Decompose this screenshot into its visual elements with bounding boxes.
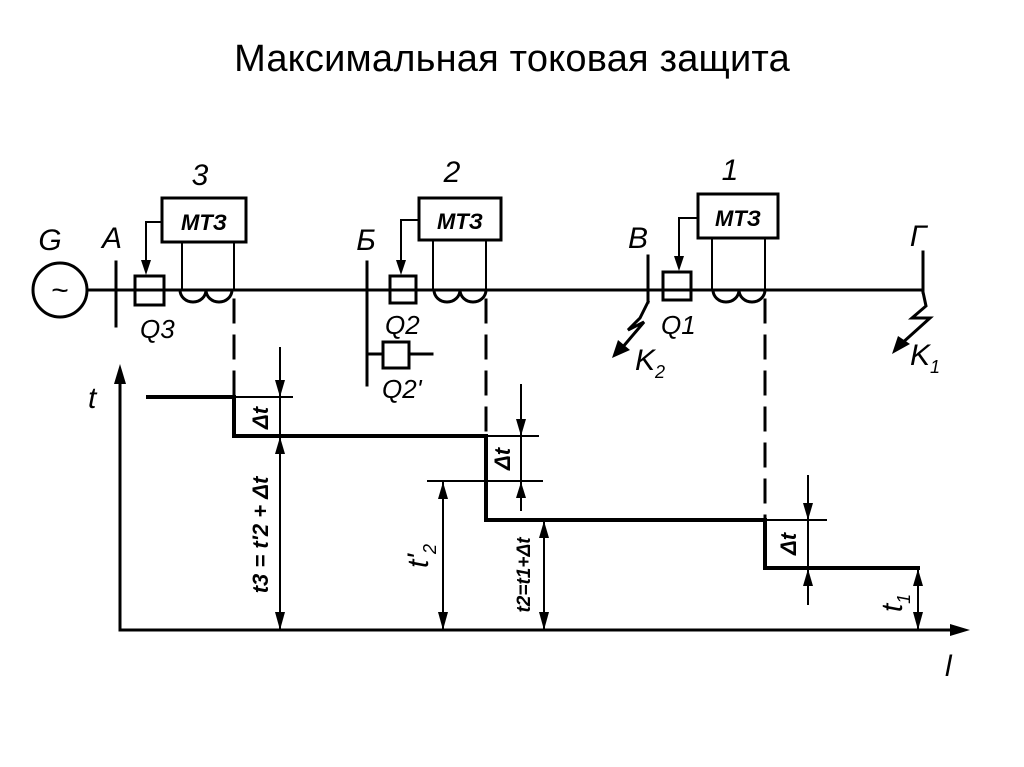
bus-v: В <box>628 222 650 304</box>
time-grading-curve <box>146 395 920 570</box>
relay-label-3: МТЗ <box>181 210 227 235</box>
breaker-q3 <box>133 274 166 307</box>
bus-g-label: Г <box>910 220 929 253</box>
breaker-q2-prime-label: Q2' <box>382 374 423 404</box>
trip-wire-1 <box>678 217 699 267</box>
generator-symbol: ~ <box>51 274 69 307</box>
fault-k1-arrow <box>892 336 910 354</box>
breaker-q2-prime-group: Q2' <box>365 340 434 404</box>
generator: ~ G <box>31 224 89 319</box>
breaker-q1-label: Q1 <box>661 310 696 340</box>
x-axis-arrow <box>950 624 970 636</box>
delta-t-2-arrow-top <box>516 419 526 436</box>
x-axis-label: l <box>945 650 953 683</box>
slide-title: Максимальная токовая защита <box>234 38 790 80</box>
breaker-q2-label: Q2 <box>385 310 420 340</box>
bus-a-label: А <box>100 222 122 255</box>
graph-axes: t l <box>88 364 970 683</box>
protection-number-3: 3 <box>192 159 209 192</box>
t2-prime-arrow-bottom <box>438 612 448 630</box>
ct-coil-2 <box>432 288 488 304</box>
delta-t-1-arrow-top <box>803 503 813 520</box>
t3-formula: t3 = t'2 + Δt <box>248 475 273 593</box>
t1-arrow-top <box>913 569 923 586</box>
bus-b: Б <box>356 224 376 387</box>
delta-t-2: Δt t'2 t2=t1+Δt <box>402 384 549 631</box>
delta-t-3-label: Δt <box>248 405 273 430</box>
t2-arrow-bottom <box>539 612 549 630</box>
fault-k1-bolt <box>897 290 934 348</box>
delta-t-1-label: Δt <box>776 531 801 556</box>
delta-t-2-label: Δt <box>490 446 515 471</box>
delta-t-1-arrow-bottom <box>803 569 813 586</box>
breaker-q2 <box>388 274 418 305</box>
trip-wire-2 <box>400 219 420 271</box>
y-axis-label: t <box>88 382 98 415</box>
bus-v-label: В <box>628 222 648 255</box>
relay-box-3 <box>160 196 248 244</box>
fault-k2-arrow <box>612 340 630 358</box>
breaker-q1 <box>661 270 693 302</box>
trip-arrow-1 <box>674 256 684 271</box>
generator-label: G <box>38 224 61 257</box>
protection-1: Q1 МТЗ 1 <box>661 154 780 340</box>
y-axis-arrow <box>114 364 126 384</box>
relay-label-2: МТЗ <box>437 209 483 234</box>
bus-b-label: Б <box>356 224 376 257</box>
ct-coil-1 <box>711 288 767 304</box>
bus-g: Г <box>910 220 929 294</box>
breaker-q2-prime <box>381 340 411 370</box>
bus-a: А <box>100 222 122 328</box>
protection-number-2: 2 <box>443 156 461 189</box>
t2-prime-arrow-top <box>438 482 448 499</box>
relay-box-1 <box>696 192 780 240</box>
relay-label-1: МТЗ <box>715 206 761 231</box>
t2-formula: t2=t1+Δt <box>514 537 535 613</box>
fault-k1: K1 <box>892 290 940 377</box>
protection-2: Q2 МТЗ 2 <box>385 156 503 340</box>
trip-arrow-2 <box>396 260 406 275</box>
delta-t-2-arrow-bottom <box>516 482 526 498</box>
t2-arrow-top <box>539 521 549 538</box>
t1-arrow-bottom <box>913 612 923 630</box>
t2-prime-label: t'2 <box>402 544 440 568</box>
protection-number-1: 1 <box>722 154 739 187</box>
protection-3: Q3 МТЗ 3 <box>133 159 248 344</box>
t1-label: t1 <box>876 594 914 612</box>
t3-arrow-top <box>275 437 285 454</box>
fault-k1-label: K1 <box>910 339 940 377</box>
delta-t-1: Δt t1 <box>764 475 923 630</box>
delta-t-3: Δt t3 = t'2 + Δt <box>233 347 293 631</box>
trip-wire-3 <box>145 221 163 271</box>
delta-t-3-arrow-top <box>275 380 285 397</box>
fault-k2-label: K2 <box>635 344 665 382</box>
ct-coil-3 <box>178 288 234 304</box>
t3-arrow-bottom <box>275 612 285 630</box>
trip-arrow-3 <box>141 260 151 275</box>
fault-k2-bolt <box>619 299 651 351</box>
fault-k2: K2 <box>612 299 665 382</box>
breaker-q3-label: Q3 <box>140 314 175 344</box>
